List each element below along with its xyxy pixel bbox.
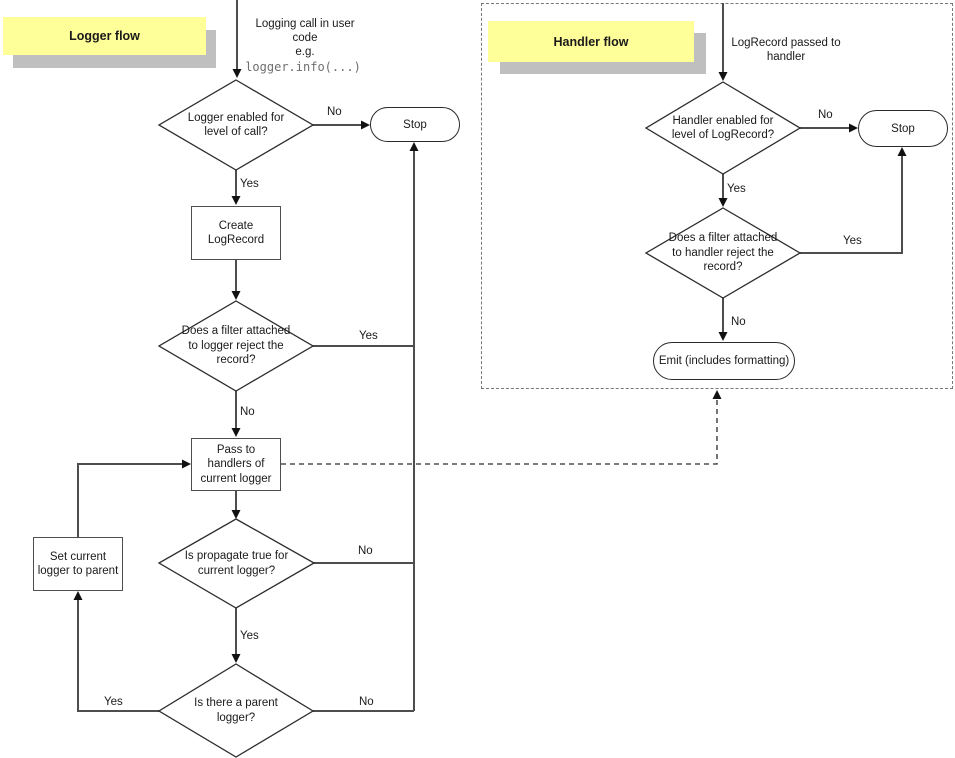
decision-diamond-logger-filter — [157, 300, 315, 392]
decision-diamond-handler-filter — [644, 207, 802, 299]
arrowheads — [73, 69, 907, 663]
edge-label-handler-level-yes: Yes — [727, 183, 746, 195]
edge-label-logger-filter-yes: Yes — [359, 330, 378, 342]
dashed-edge-pass-to-handler — [281, 397, 718, 465]
handler-flow-title-label: Handler flow — [488, 21, 694, 62]
edge-label-handler-level-no: No — [818, 109, 833, 121]
edge-label-parent-yes: Yes — [104, 696, 123, 708]
edge-label-logger-filter-no: No — [240, 406, 255, 418]
edge-label-logger-level-no: No — [327, 106, 342, 118]
decision-diamond-logger-level — [157, 79, 315, 171]
edge-label-logger-level-yes: Yes — [240, 178, 259, 190]
edge-label-handler-filter-yes: Yes — [843, 235, 862, 247]
decision-propagate-text: Is propagate true for current logger? — [184, 550, 289, 577]
solid-edges — [77, 0, 903, 712]
edge-label-handler-filter-no: No — [731, 316, 746, 328]
stop-node-logger: Stop — [370, 107, 460, 142]
edge-label-propagate-no: No — [358, 545, 373, 557]
decision-diamond-handler-level — [644, 81, 802, 175]
edge-label-parent-no: No — [359, 696, 374, 708]
pass-to-handlers-node: Pass to handlers of current logger — [191, 438, 281, 491]
logger-entry-caption: Logging call in user code e.g. — [255, 18, 355, 59]
logger-flow-title-label: Logger flow — [3, 17, 206, 55]
decision-handler-filter-text: Does a filter attached to handler reject… — [668, 232, 778, 274]
create-logrecord-node: Create LogRecord — [191, 206, 281, 260]
decision-parent-text: Is there a parent logger? — [194, 697, 278, 724]
decision-logger-filter-text: Does a filter attached to logger reject … — [181, 325, 291, 367]
handler-entry-caption: LogRecord passed to handler — [731, 37, 841, 64]
set-current-logger-node: Set current logger to parent — [33, 537, 123, 591]
stop-node-handler: Stop — [858, 110, 948, 147]
logger-entry-code: logger.info(...) — [245, 60, 361, 74]
emit-node: Emit (includes formatting) — [653, 342, 795, 380]
decision-diamonds — [157, 79, 802, 758]
edge-label-propagate-yes: Yes — [240, 630, 259, 642]
decision-handler-level-text: Handler enabled for level of LogRecord? — [671, 114, 775, 141]
decision-logger-level-text: Logger enabled for level of call? — [187, 111, 285, 138]
handler-flow-dashed-box — [481, 3, 953, 389]
decision-diamond-propagate — [157, 518, 316, 609]
decision-diamond-parent — [157, 663, 315, 758]
